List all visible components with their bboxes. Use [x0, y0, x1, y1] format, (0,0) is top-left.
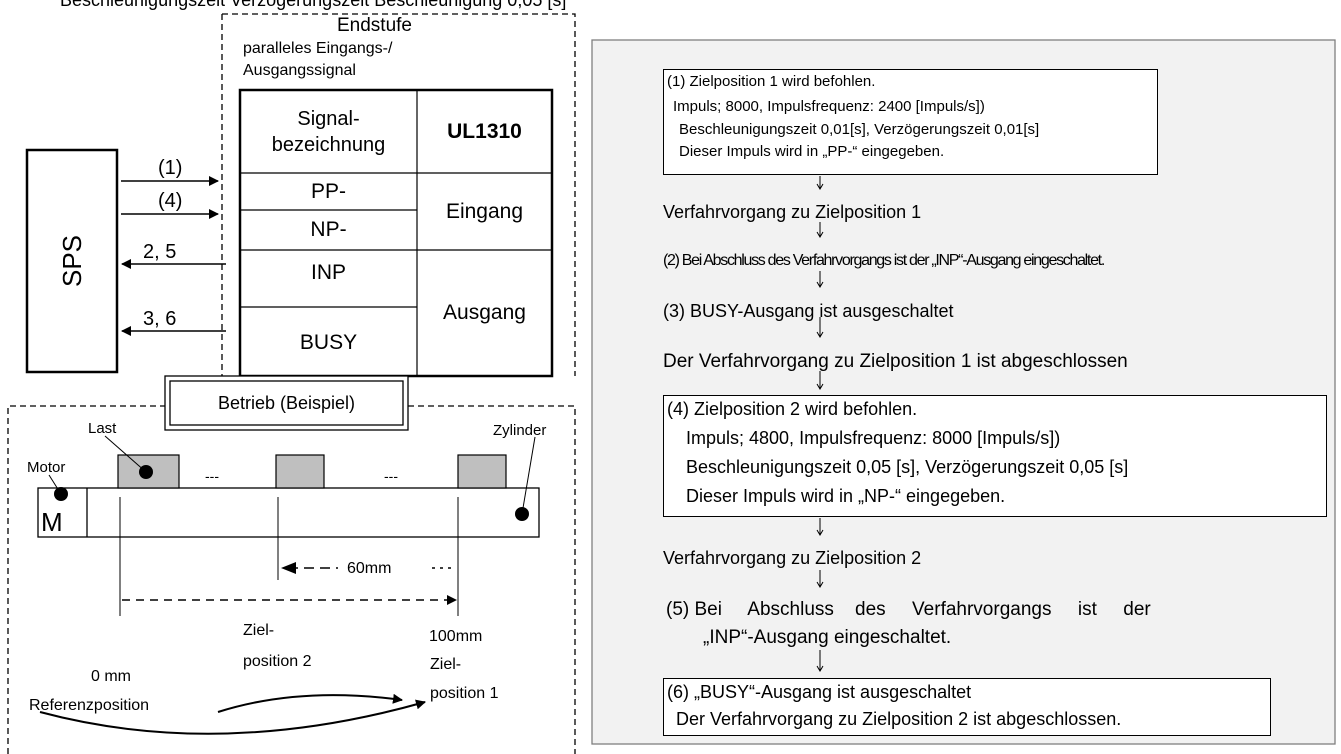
header-signal-name: Signal- bezeichnung: [271, 107, 386, 156]
drive-title: Endstufe: [337, 15, 412, 36]
flow-step-6-box: (6) „BUSY“-Ausgang ist ausgeschaltet Der…: [663, 678, 1271, 736]
target1-label-1: Ziel-: [430, 656, 462, 673]
zero-label: 0 mm: [91, 668, 131, 685]
gap-label-1: ---: [205, 468, 219, 484]
row-busy: BUSY: [299, 330, 358, 354]
drive-dashed-border: [221, 13, 576, 376]
drive-subtitle-1: paralleles Eingangs-/: [243, 40, 393, 57]
operation-dashed-border: [7, 405, 576, 754]
plc-box: [25, 148, 119, 374]
row-pp: PP-: [310, 179, 346, 203]
flow-move-2: Verfahrvorgang zu Zielposition 2: [663, 548, 922, 568]
dimension-100mm-label: 100mm: [429, 628, 483, 645]
top-cut-text: Beschleunigungszeit Verzögerungszeit Bes…: [60, 0, 567, 10]
axis-body: [37, 487, 540, 538]
row-inp: INP: [310, 260, 346, 284]
flow-done-1: Der Verfahrvorgang zu Zielposition 1 ist…: [663, 351, 1128, 372]
flow-step-2: (2) Bei Abschluss des Verfahrvorgangs is…: [663, 252, 1105, 269]
move-curve-upper: [217, 693, 403, 713]
motor-symbol: M: [41, 507, 63, 537]
group-output: Ausgang: [443, 301, 526, 324]
load-label: Last: [88, 420, 117, 437]
signal-label-1: (1): [158, 157, 183, 179]
dimension-60mm-label: 60mm: [347, 560, 392, 577]
row-np: NP-: [310, 218, 347, 241]
group-input: Eingang: [445, 199, 524, 223]
flow-step-5-line-1: (5) Bei Abschluss des Verfahrvorgangs is…: [666, 599, 1151, 620]
flow-step-1-box: (1) Zielposition 1 wird befohlen. Impuls…: [663, 69, 1158, 175]
move-curve-lower: [39, 699, 426, 735]
target2-label-1: Ziel-: [243, 622, 275, 639]
target1-label-2: position 1: [430, 685, 499, 702]
signal-label-36: 3, 6: [143, 308, 177, 330]
operation-title: Betrieb (Beispiel): [217, 392, 356, 413]
target2-label-2: position 2: [243, 653, 312, 670]
cylinder-label: Zylinder: [493, 422, 547, 439]
drive-subtitle-2: Ausgangssignal: [243, 62, 356, 79]
reference-position-label: Referenzposition: [29, 697, 150, 714]
flow-step-5-line-2: „INP“-Ausgang eingeschaltet.: [703, 627, 952, 648]
header-model: UL1310: [447, 119, 522, 143]
plc-label: SPS: [56, 234, 87, 288]
load-block-40mm: [275, 454, 325, 489]
flow-move-1: Verfahrvorgang zu Zielposition 1: [663, 202, 922, 222]
signal-label-4: (4): [158, 190, 183, 212]
flow-step-3: (3) BUSY-Ausgang ist ausgeschaltet: [663, 301, 954, 321]
flow-step-4-box: (4) Zielposition 2 wird befohlen. Impuls…: [663, 395, 1327, 517]
motor-label: Motor: [27, 459, 66, 476]
load-block-100mm: [457, 454, 507, 489]
gap-label-2: ---: [384, 468, 398, 484]
signal-label-25: 2, 5: [143, 241, 177, 263]
